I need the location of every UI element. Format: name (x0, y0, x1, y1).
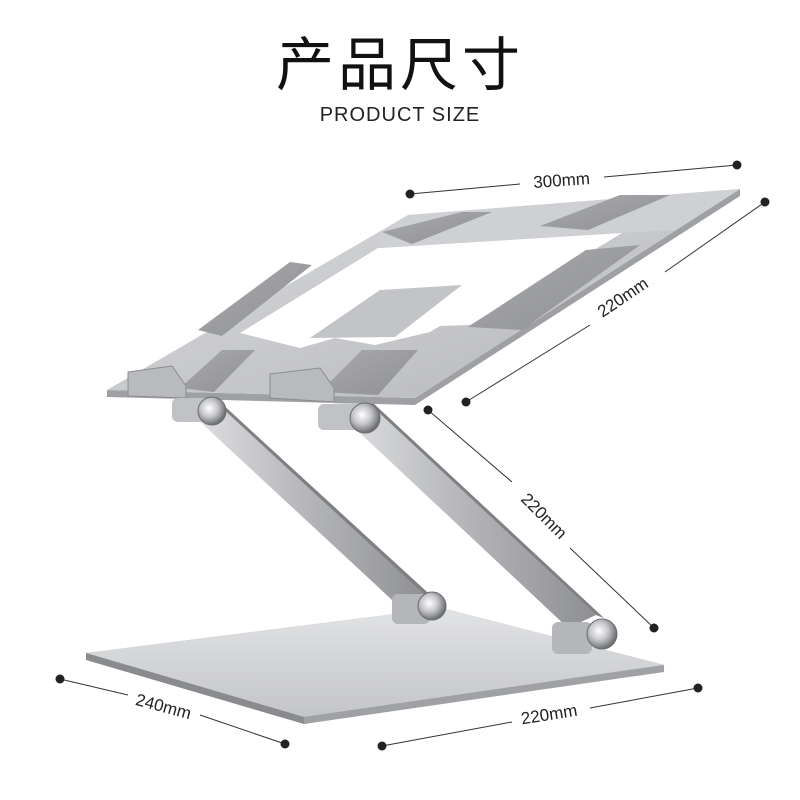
dimension-top-width: 300mm (405, 160, 742, 199)
page-title: 产品尺寸 (275, 31, 524, 99)
dimension-top-width-label: 300mm (533, 169, 591, 192)
page-subtitle: PRODUCT SIZE (319, 104, 481, 126)
dimension-base-depth-label: 240mm (134, 690, 194, 723)
dimension-arm-length-label: 220mm (517, 489, 571, 543)
top-tray (107, 189, 740, 405)
upper-hinge-left (172, 396, 227, 426)
lower-hinge-right (552, 618, 618, 654)
left-arm (182, 395, 438, 612)
lower-hinge-left (392, 591, 447, 624)
rubber-pads (180, 195, 670, 395)
dimension-base-width-label: 220mm (520, 701, 579, 729)
right-arm (330, 395, 604, 628)
front-lip-clips (127, 365, 335, 403)
base-plate (86, 608, 664, 724)
upper-hinge-right (318, 402, 381, 434)
